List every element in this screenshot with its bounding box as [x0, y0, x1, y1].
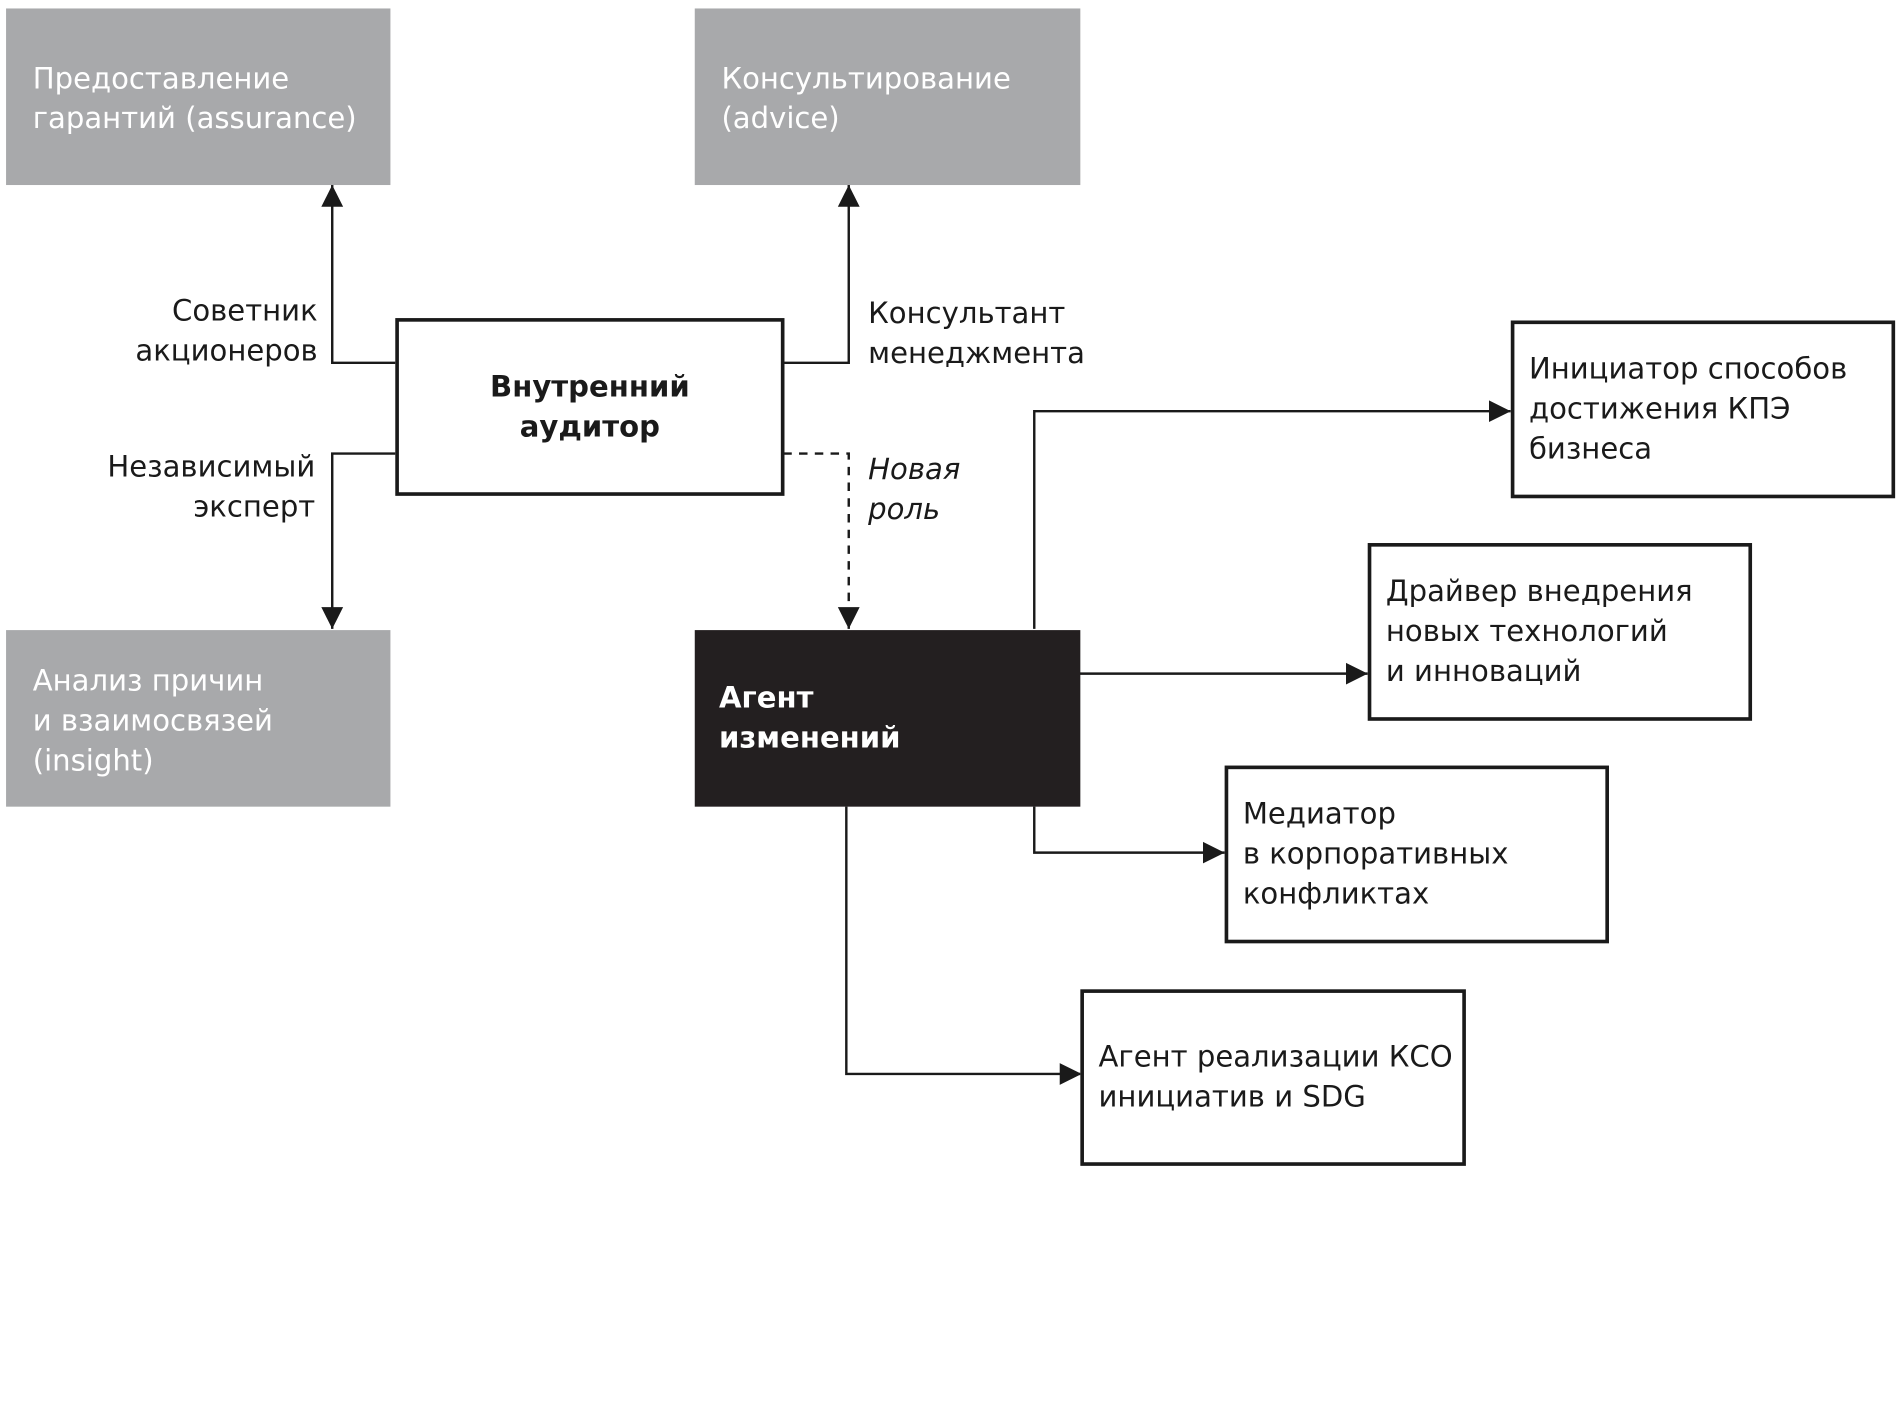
mediator-line-2: в корпоративных: [1242, 836, 1509, 871]
label-advisor-line-2: акционеров: [135, 333, 318, 368]
arrow-to-kpi: [1033, 400, 1511, 629]
assurance-line-1: Предоставление: [32, 61, 290, 96]
label-consultant-line-1: Консультант: [868, 296, 1066, 331]
kpi-line-1: Инициатор способов: [1528, 351, 1848, 386]
csr-agent-box: Агент реализации КСО инициатив и SDG: [1080, 989, 1466, 1166]
csr-line-2: инициатив и SDG: [1098, 1079, 1366, 1114]
arrow-to-assurance: [321, 185, 397, 365]
insight-line-3: (insight): [32, 743, 154, 778]
label-expert-line-1: Независимый: [107, 449, 316, 484]
tech-line-2: новых технологий: [1385, 614, 1668, 649]
arrow-to-advice: [783, 185, 860, 365]
assurance-box: Предоставление гарантий (assurance): [6, 8, 391, 186]
auditor-line-1: Внутренний: [490, 369, 690, 404]
tech-line-3: и инноваций: [1385, 654, 1582, 689]
label-management-consultant: Консультант менеджмента: [868, 294, 1085, 374]
mediator-line-3: конфликтах: [1242, 876, 1430, 911]
dashed-arrow-new-role: [783, 452, 860, 629]
insight-box: Анализ причин и взаимосвязей (insight): [6, 630, 391, 807]
tech-driver-box: Драйвер внедрения новых технологий и инн…: [1367, 543, 1753, 721]
advice-line-1: Консультирование: [721, 61, 1011, 96]
tech-line-1: Драйвер внедрения: [1385, 574, 1693, 609]
change-agent-line-1: Агент: [719, 680, 814, 715]
arrow-to-insight: [321, 452, 397, 629]
kpi-line-2: достижения КПЭ: [1528, 391, 1791, 426]
change-agent-box: Агент изменений: [694, 630, 1081, 807]
arrow-to-csr: [845, 806, 1082, 1085]
insight-line-1: Анализ причин: [32, 663, 264, 698]
label-new-role-line-1: Новая: [868, 452, 961, 487]
advice-box: Консультирование (advice): [694, 8, 1081, 186]
kpi-initiator-box: Инициатор способов достижения КПЭ бизнес…: [1510, 320, 1896, 499]
label-advisor-line-1: Советник: [172, 293, 318, 328]
kpi-line-3: бизнеса: [1528, 431, 1653, 466]
label-new-role: Новая роль: [868, 450, 960, 530]
mediator-line-1: Медиатор: [1242, 796, 1396, 831]
label-new-role-line-2: роль: [868, 492, 941, 527]
label-independent-expert: Независимый эксперт: [73, 447, 316, 527]
label-consultant-line-2: менеджмента: [868, 336, 1085, 371]
assurance-line-2: гарантий (assurance): [32, 101, 357, 136]
auditor-line-2: аудитор: [519, 409, 660, 444]
label-expert-line-2: эксперт: [193, 489, 316, 524]
advice-line-2: (advice): [721, 101, 840, 136]
connector-lines: [321, 185, 1511, 1085]
label-shareholder-advisor: Советник акционеров: [73, 291, 318, 371]
change-agent-line-2: изменений: [719, 720, 901, 755]
internal-auditor-box: Внутренний аудитор: [395, 318, 785, 496]
insight-line-2: и взаимосвязей: [32, 703, 273, 738]
arrow-to-mediator: [1033, 806, 1225, 864]
mediator-box: Медиатор в корпоративных конфликтах: [1224, 765, 1609, 944]
csr-line-1: Агент реализации КСО: [1098, 1040, 1453, 1074]
